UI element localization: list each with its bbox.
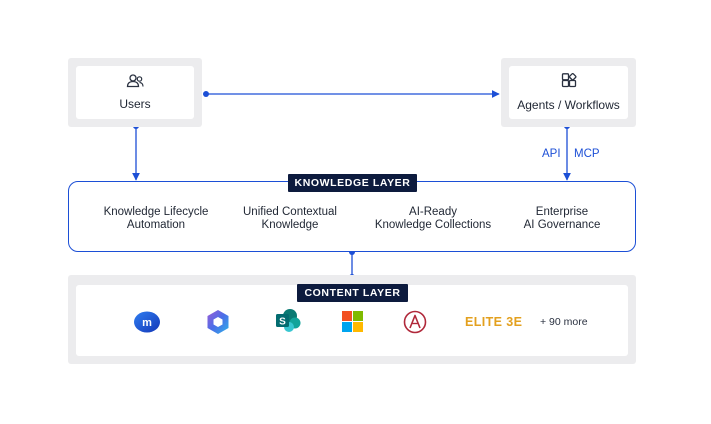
capability-line: AI Governance [523,219,601,231]
more-integrations-text: + 90 more [540,316,588,328]
capability-line: Knowledge Lifecycle [103,206,209,218]
users-icon [126,74,144,93]
svg-text:m: m [142,317,152,329]
capability-line: Automation [126,219,186,231]
users-node: Users [68,58,202,127]
api-label: API [542,148,561,160]
apps-icon [561,73,577,94]
capability-lifecycle: Knowledge Lifecycle Automation [95,206,217,232]
sharepoint-logo: S [274,308,302,339]
capability-governance: Enterprise AI Governance [510,206,614,232]
elite-3e-logo: ELITE 3E [465,315,523,329]
agents-to-knowledge-arrow [563,123,571,181]
svg-text:S: S [279,317,286,328]
capability-line: Unified Contextual [243,206,337,218]
knowledge-layer-title: KNOWLEDGE LAYER [287,174,418,192]
content-layer-title: CONTENT LAYER [297,284,408,302]
knowledge-layer-box [68,181,636,252]
capability-line: Knowledge Collections [374,219,492,231]
mcp-label: MCP [574,148,600,160]
microsoft-logo [342,311,364,338]
capability-line: Enterprise [535,206,589,218]
box-hexagon-logo [206,309,230,340]
capability-unified: Unified Contextual Knowledge [230,206,350,232]
imanage-logo: m [133,310,161,339]
aderant-logo [403,310,427,339]
agents-workflows-label: Agents / Workflows [517,98,620,112]
agents-workflows-node: Agents / Workflows [501,58,636,127]
users-to-knowledge-arrow [132,123,140,181]
users-to-agents-arrow [203,90,500,98]
users-label: Users [119,97,151,111]
capability-ai-ready: AI-Ready Knowledge Collections [368,206,498,232]
capability-line: AI-Ready [409,206,457,218]
capability-line: Knowledge [261,219,319,231]
